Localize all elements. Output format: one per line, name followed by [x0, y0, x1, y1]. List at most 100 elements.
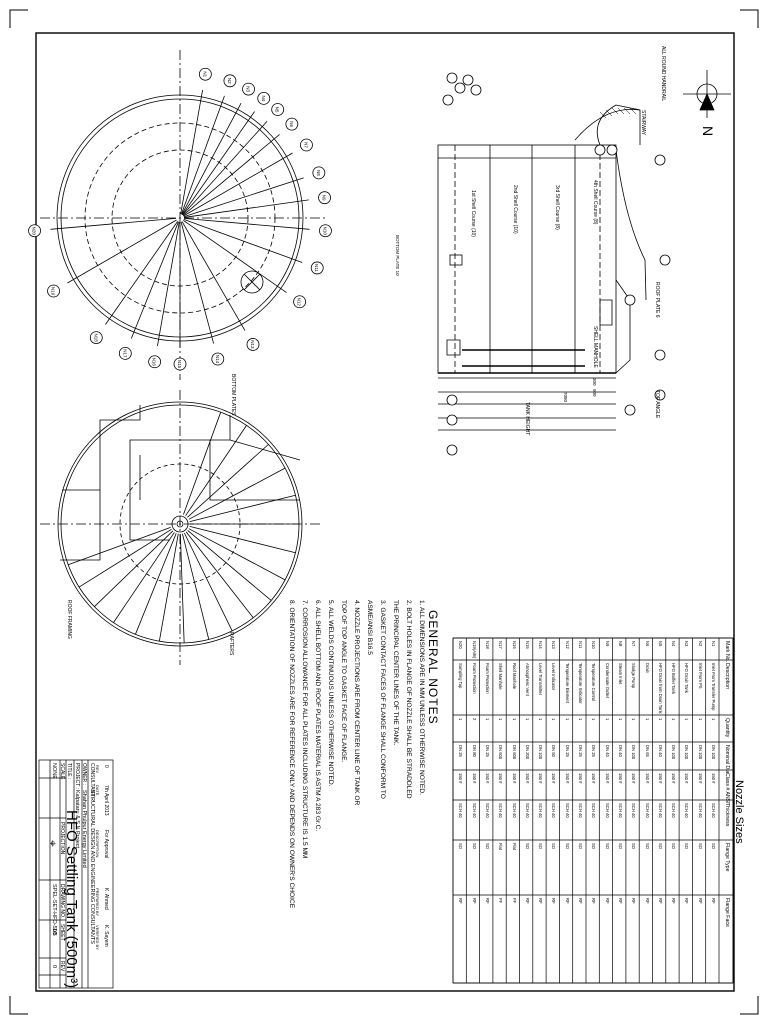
table-cell: N18	[484, 641, 490, 649]
table-cell: 1	[657, 718, 663, 721]
table-cell: SCH 40	[458, 803, 464, 818]
table-cell: DN 100	[631, 745, 637, 760]
elev-nozzle-bubble	[446, 72, 458, 84]
nozzle-bubble-n18	[89, 331, 103, 344]
table-cell: RF	[617, 898, 623, 904]
table-cell: 150 #	[657, 773, 663, 784]
rev-header-desc: DESCRIPTION	[95, 830, 100, 858]
table-cell: SCH 40	[604, 803, 610, 818]
table-cell: N20	[458, 641, 464, 649]
projection-icon: ⌖	[46, 840, 60, 847]
table-cell: 150 #	[604, 773, 610, 784]
table-cell: SO	[578, 843, 583, 850]
table-cell: N3	[684, 641, 690, 647]
table-cell: DN 100	[671, 745, 677, 760]
elev-nozzle-bubble	[454, 82, 466, 94]
rev-header-rev: REV	[95, 765, 100, 774]
table-cell: RF	[671, 898, 677, 904]
table-cell: 1	[564, 718, 570, 721]
table-header: Description	[724, 663, 730, 689]
rev-verified: K. Sayem	[103, 925, 109, 947]
table-cell: DN 25	[578, 745, 583, 757]
elevation-label: TANK HEIGHT	[524, 402, 530, 436]
nozzle-bubble-n11	[310, 261, 324, 275]
table-cell: N2	[697, 641, 703, 647]
elevation-label: 300	[592, 378, 597, 386]
table-cell: SCH 40	[657, 803, 663, 818]
table-cell: 150 #	[564, 773, 570, 784]
projection-label: PROJECTION	[59, 822, 65, 855]
nozzle-label: N12	[297, 298, 302, 307]
note-line: ASME/ANSI B16.5	[366, 600, 373, 655]
table-header: Flange Type	[724, 843, 730, 872]
sheet-label: SHEET	[59, 924, 65, 941]
table-cell: SCH 40	[551, 803, 557, 818]
nozzle-bubble-n16	[148, 355, 162, 369]
project: Kalpataru & S.N Project	[74, 790, 80, 849]
table-cell: DN 40	[604, 745, 610, 757]
table-header: Flange Face	[724, 898, 730, 927]
owner-label: OWNER :	[81, 763, 87, 785]
table-cell: Level Transmitter	[538, 663, 544, 696]
table-cell: SCH 40	[564, 803, 570, 818]
table-cell: Inlet From Transfer Pump	[711, 663, 716, 711]
nozzle-label: N11	[314, 264, 319, 272]
table-cell: RF	[657, 898, 663, 904]
table-cell: SO	[591, 843, 597, 850]
nozzle-bubble-n4	[257, 92, 271, 105]
elev-nozzle-bubble	[470, 84, 482, 96]
table-cell: 150 #	[671, 773, 677, 784]
elev-nozzle-bubble	[624, 404, 636, 416]
table-cell: 1	[551, 718, 557, 721]
nozzle-bubble-n17	[118, 346, 132, 360]
nozzle-label: N3	[246, 86, 251, 92]
table-cell: SO	[564, 843, 570, 850]
table-cell: SO	[631, 843, 637, 850]
nozzle-label: N9	[322, 195, 327, 201]
table-cell: 150 #	[644, 773, 650, 784]
table-cell: SCH 40	[578, 803, 583, 818]
note-line: 1. ALL DIMENSIONS ARE IN MM UNLESS OTHER…	[418, 600, 425, 795]
table-cell: SCH 40	[697, 803, 703, 818]
table-cell: SO	[524, 843, 530, 850]
table-cell: SO	[684, 843, 690, 850]
table-cell: FF	[511, 898, 517, 904]
nozzle-label: N13	[250, 340, 255, 349]
table-cell: DN 25	[564, 745, 570, 757]
table-cell: 1	[631, 718, 637, 721]
scale-value: NONE	[51, 763, 57, 779]
table-cell: DN 80	[471, 745, 477, 757]
table-cell: RF	[711, 898, 716, 904]
table-cell: Foam Protection	[484, 663, 490, 694]
table-cell: 1	[671, 718, 677, 721]
table-cell: SO	[671, 843, 677, 850]
scale-label: SCALE	[59, 763, 65, 780]
table-cell: RF	[458, 898, 464, 904]
nozzle-bubble-n14	[211, 352, 225, 366]
table-cell: 1	[591, 718, 597, 721]
table-cell: DN 600	[511, 745, 517, 760]
table-cell: Inlet From PS	[697, 663, 703, 689]
table-title: Nozzle Sizes	[733, 780, 745, 844]
elev-nozzle-bubble	[654, 154, 666, 166]
table-cell: N5	[657, 641, 663, 647]
sheet-border	[35, 32, 735, 992]
rev-desc: For Approval	[103, 830, 109, 859]
elevation-label: SHELL MANHOLE	[592, 326, 598, 368]
table-cell: 1	[498, 718, 504, 721]
elevation-label: 1st Shell Course (10)	[470, 190, 476, 237]
table-cell: DN 100	[697, 745, 703, 760]
elev-nozzle-bubble	[624, 294, 636, 306]
table-cell: N6	[644, 641, 650, 647]
table-cell: RF	[538, 898, 544, 904]
table-cell: SCH 40	[617, 803, 623, 818]
table-cell: SO	[711, 843, 716, 850]
table-cell: HFO Buffer Tank	[671, 663, 677, 695]
table-cell: SO	[657, 843, 663, 850]
table-cell: 150 #	[471, 773, 477, 784]
consultant: STRUCTURAL DESIGN AND ENGINEERING CONSUL…	[89, 790, 95, 944]
elevation-label: 2nd Shell Course (10)	[512, 185, 518, 234]
plan-view: N1N2N3N4N5N6N7N8N9N10N11N12N13N14N15N16N…	[28, 50, 332, 380]
table-cell: HFO Drain Tank	[684, 663, 690, 693]
table-cell: Foam Protection	[471, 663, 477, 694]
